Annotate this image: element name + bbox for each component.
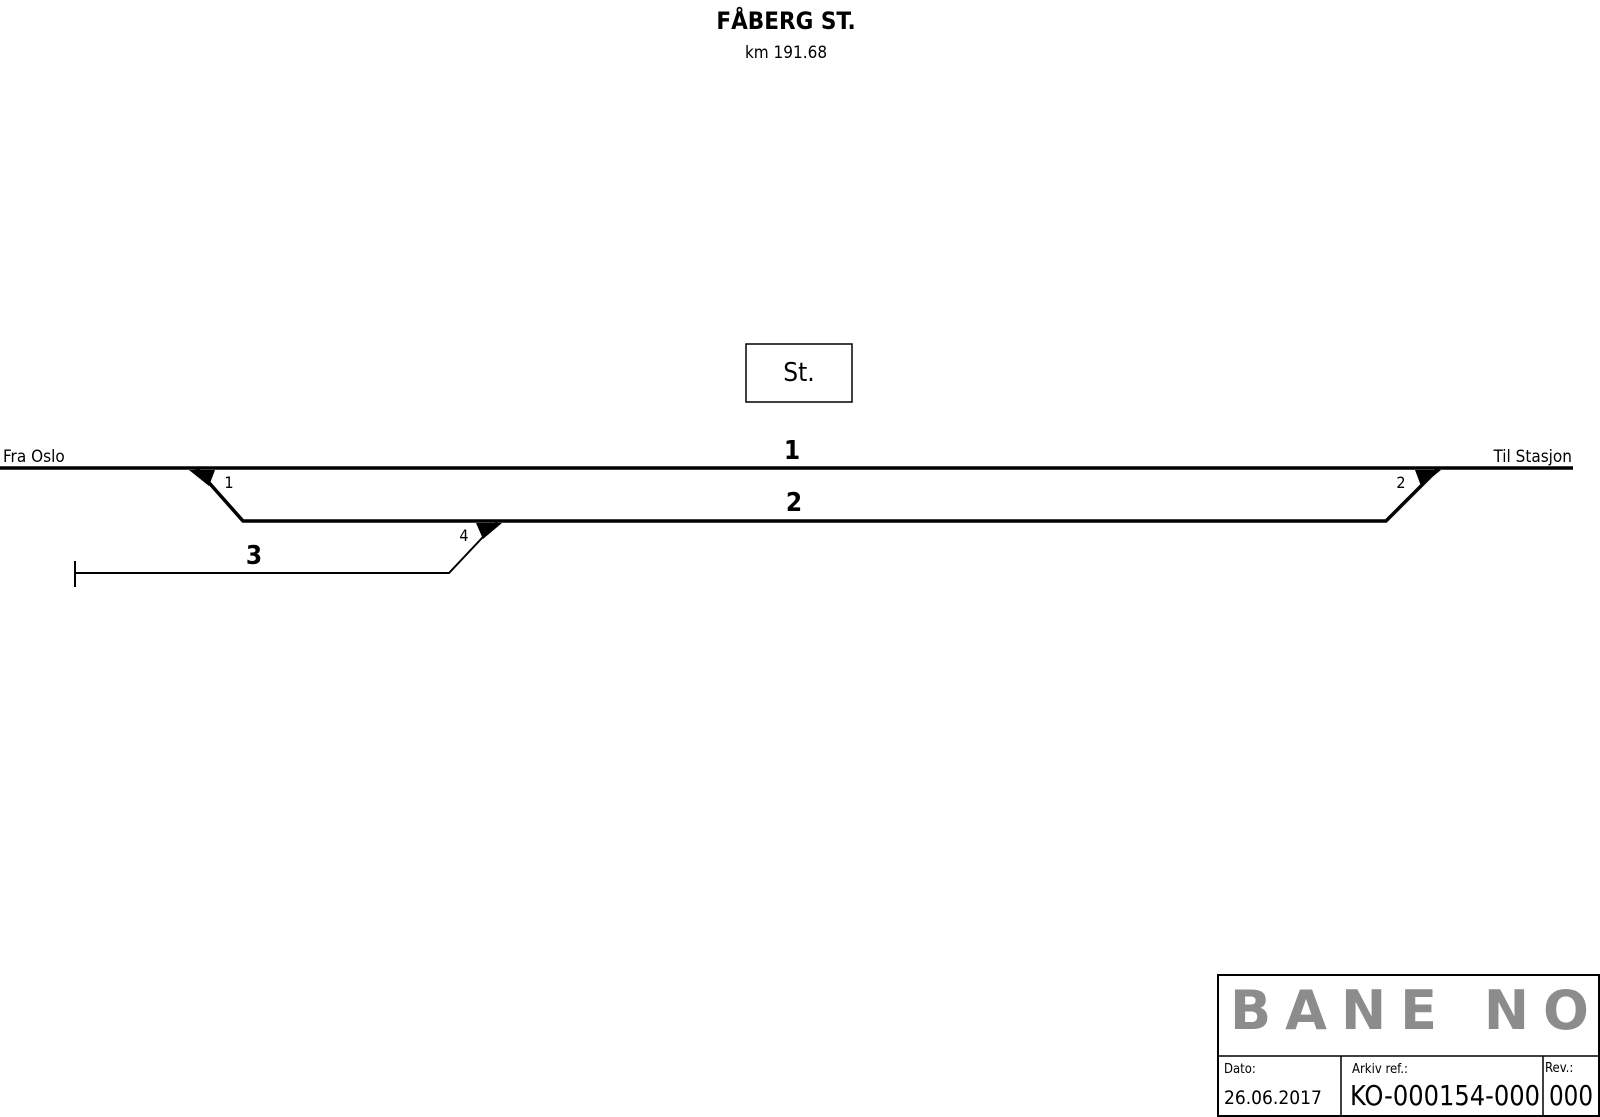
- switch-number-4: 4: [459, 526, 468, 545]
- switch-1-marker: [189, 470, 215, 486]
- direction-label-right: Til Stasjon: [1492, 447, 1572, 467]
- station-box: [745, 343, 853, 403]
- track-number-3: 3: [246, 541, 262, 571]
- date-value: 26.06.2017: [1224, 1087, 1322, 1109]
- station-box-label: St.: [783, 358, 814, 388]
- track-2-line: [194, 466, 1441, 523]
- switch-4-marker: [476, 523, 502, 539]
- switch-number-1: 1: [224, 473, 233, 492]
- direction-label-left: Fra Oslo: [3, 447, 65, 467]
- date-label: Dato:: [1224, 1062, 1256, 1077]
- page-title: FÅBERG ST.: [716, 6, 855, 35]
- archive-ref-label: Arkiv ref.:: [1352, 1062, 1408, 1077]
- track-number-2: 2: [786, 488, 802, 518]
- revision-value: 000: [1549, 1079, 1593, 1112]
- track-number-1: 1: [784, 436, 800, 466]
- revision-label: Rev.:: [1545, 1061, 1573, 1076]
- page-subtitle: km 191.68: [745, 43, 827, 63]
- switch-2-marker: [1415, 470, 1441, 486]
- archive-ref-value: KO-000154-000: [1350, 1079, 1540, 1112]
- bane-nor-logo: BANE NOR: [1230, 979, 1600, 1042]
- switch-number-2: 2: [1396, 473, 1405, 492]
- title-block: BANE NOR Dato: 26.06.2017 Arkiv ref.: KO…: [1217, 974, 1600, 1117]
- track-3-line: [75, 520, 499, 574]
